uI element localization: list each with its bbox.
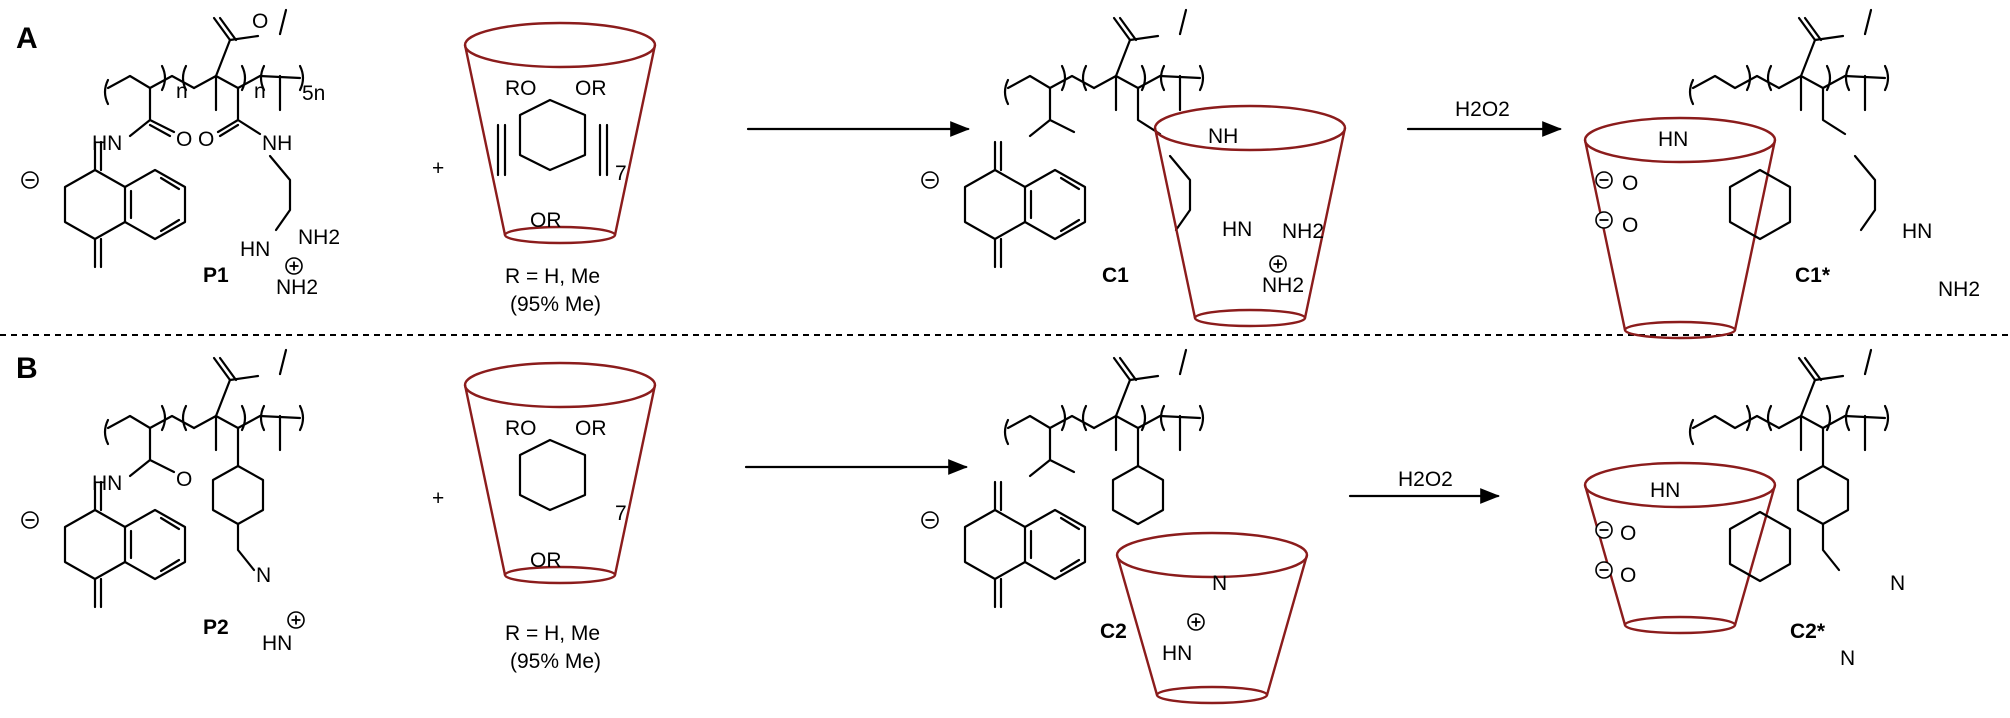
minus-circle-icon (1595, 171, 1613, 189)
urea-hn-label: HN (1902, 220, 1932, 243)
bicyclic-n-label: N (256, 564, 271, 587)
polymer-p1: n n 5n O O HN O NH (92, 8, 325, 232)
luminol-c2 (963, 480, 1087, 609)
amine-nh-label: NH (262, 132, 292, 155)
cd-substituents: R = H, Me (505, 265, 600, 288)
guanidine-hn-label: HN (240, 238, 270, 261)
luminol-c1 (963, 140, 1087, 269)
luminol-p1 (63, 140, 187, 269)
ro-label: RO (505, 77, 537, 100)
label-p2: P2 (203, 616, 229, 639)
minus-circle-icon (921, 511, 939, 529)
or-label: OR (530, 209, 562, 232)
guanidine-hn-label: HN (1222, 218, 1252, 241)
amide-nh-label: HN (92, 132, 122, 155)
label-c2-star: C2* (1790, 620, 1826, 643)
cyclodextrin-a: RO OR OR 7 (463, 21, 657, 245)
cyclodextrin-c1 (1153, 104, 1347, 328)
bicyclic-hn-label: HN (262, 632, 292, 655)
polymer-c2 (1003, 348, 1205, 526)
guanidine-nh2-label: NH2 (1282, 220, 1324, 243)
urea-nh2-label: NH2 (1938, 278, 1980, 301)
or-label: OR (575, 77, 607, 100)
minus-circle-icon (1595, 211, 1613, 229)
polymer-c1-star (1688, 8, 1890, 232)
repeat-n-label: n (254, 80, 266, 103)
plus-circle-icon (1187, 613, 1205, 631)
row-b: O HN N HN P2 + RO OR OR 7 R = H, Me (95%… (21, 348, 1905, 705)
bicyclic-n-label: N (1890, 572, 1905, 595)
minus-circle-icon (21, 171, 39, 189)
guanidine-nh2-label: NH2 (298, 226, 340, 249)
o-minus-label: O (1622, 172, 1638, 195)
or-label: OR (575, 417, 607, 440)
label-c1-star: C1* (1795, 264, 1831, 287)
label-c2: C2 (1100, 620, 1127, 643)
cd-methylation: (95% Me) (510, 293, 601, 316)
cd-repeat-label: 7 (615, 162, 627, 185)
cyclodextrin-b: RO OR OR 7 (463, 361, 657, 585)
o-minus-label: O (1620, 564, 1636, 587)
amine-nh-label: NH (1208, 125, 1238, 148)
luminol-p2 (63, 480, 187, 609)
guanidine-nh2-label: NH2 (1262, 274, 1304, 297)
plus-sign: + (432, 157, 444, 180)
plus-sign: + (432, 487, 444, 510)
cd-substituents: R = H, Me (505, 622, 600, 645)
amide-nh-label: HN (92, 472, 122, 495)
phthalate-c1-star (1728, 168, 1792, 241)
amide-o-label: O (176, 468, 192, 491)
guanidine-nh2-label: NH2 (276, 276, 318, 299)
plus-circle-icon (1269, 255, 1287, 273)
plus-circle-icon (287, 611, 305, 629)
amide-nh-label: HN (1650, 479, 1680, 502)
minus-circle-icon (21, 511, 39, 529)
amide-o-label: O (198, 128, 214, 151)
row-a: n n 5n O O HN O NH HN NH2 NH2 P1 + (21, 8, 1980, 340)
polymer-p2: O HN (92, 348, 305, 572)
plus-circle-icon (285, 257, 303, 275)
oxidant-label: H2O2 (1455, 98, 1510, 121)
repeat-n-label: n (176, 80, 188, 103)
ester-o-label: O (252, 10, 268, 33)
polymer-c2-star (1688, 348, 1890, 572)
bicyclic-hn-label: HN (1162, 642, 1192, 665)
o-minus-label: O (1622, 214, 1638, 237)
label-p1: P1 (203, 264, 229, 287)
cd-methylation: (95% Me) (510, 650, 601, 673)
amide-o-label: O (176, 128, 192, 151)
cyclodextrin-c2-star (1583, 461, 1777, 635)
ro-label: RO (505, 417, 537, 440)
minus-circle-icon (1595, 561, 1613, 579)
bicyclic-n-label: N (1212, 572, 1227, 595)
o-minus-label: O (1620, 522, 1636, 545)
phthalate-c2-star (1728, 510, 1792, 583)
cd-repeat-label: 7 (615, 502, 627, 525)
cyclodextrin-c1-star (1583, 116, 1777, 340)
label-c1: C1 (1102, 264, 1129, 287)
minus-circle-icon (1595, 521, 1613, 539)
panel-letter-b: B (16, 352, 38, 385)
amide-nh-label: HN (1658, 128, 1688, 151)
polymer-c1 (1003, 8, 1205, 232)
minus-circle-icon (921, 171, 939, 189)
oxidant-label: H2O2 (1398, 468, 1453, 491)
panel-letter-a: A (16, 22, 38, 55)
cyclodextrin-c2 (1115, 531, 1309, 705)
or-label: OR (530, 549, 562, 572)
repeat-5n-label: 5n (302, 82, 325, 105)
bicyclic-n-label: N (1840, 647, 1855, 670)
